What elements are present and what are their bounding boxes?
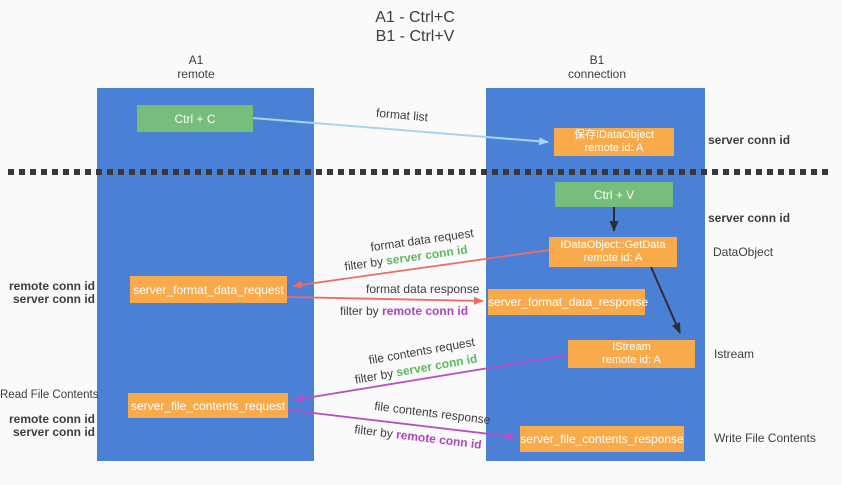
lifeline-right-role: connection [567,67,627,81]
node-istream-line2: remote id: A [602,354,661,366]
annotation-remote-conn-id-left-bottom: remote conn id [8,412,95,426]
node-ctrl-v-label: Ctrl + V [593,187,635,202]
lifeline-right-name: B1 [589,53,605,67]
arrow-format-data-request [292,249,550,289]
title-line-2: B1 - Ctrl+V [375,28,455,45]
node-server-file-contents-response: server_file_contents_response [520,426,684,452]
annotation-server-conn-id-left-top: server conn id [12,292,95,306]
annotation-remote-conn-id-left-top: remote conn id [8,279,95,293]
lifeline-left-name: A1 [188,53,204,67]
arrow-file-contents-request [293,354,569,403]
node-idataobject-getdata: IDataObject::GetData remote id: A [549,237,677,267]
annotation-read-file-contents: Read File Contents [0,389,99,401]
title-line-1: A1 - Ctrl+C [375,9,455,26]
arrow-format-data-response [286,296,484,305]
node-save-idataobject: 保存IDataObject remote id: A [554,128,674,156]
filter-by-text: filter by [340,304,379,318]
node-server-file-contents-request: server_file_contents_request [128,393,288,418]
node-server-format-data-request: server_format_data_request [130,276,287,303]
node-server-format-data-response-label: server_format_data_response [488,295,649,309]
node-save-idataobject-line2: remote id: A [584,142,644,154]
node-getdata-line2: remote id: A [583,252,643,264]
node-istream-line1: IStream [612,341,651,353]
annotation-server-conn-id-right-mid: server conn id [708,211,791,225]
annotation-dataobject: DataObject [713,245,774,259]
node-save-idataobject-line1: 保存IDataObject [573,129,655,141]
node-istream: IStream remote id: A [568,340,695,368]
node-server-format-data-response: server_format_data_response [488,289,649,315]
lifeline-left-header: A1 remote [146,53,246,81]
node-ctrl-c-label: Ctrl + C [174,111,216,126]
node-ctrl-v: Ctrl + V [555,182,673,207]
lifeline-left-role: remote [177,67,215,81]
diagram-title: A1 - Ctrl+C B1 - Ctrl+V [300,8,530,46]
node-server-format-data-request-label: server_format_data_request [133,282,284,297]
node-getdata-line1: IDataObject::GetData [560,239,666,251]
arrow-getdata-to-istream [650,266,681,334]
annotation-istream: Istream [714,347,755,361]
remote-conn-id-text: remote conn id [382,304,469,318]
annotation-server-conn-id-left-bottom: server conn id [12,425,95,439]
node-server-file-contents-response-label: server_file_contents_response [520,432,684,446]
node-server-file-contents-request-label: server_file_contents_request [130,398,286,413]
annotation-write-file-contents: Write File Contents [714,431,816,445]
label-filter-by-remote-conn-id-1: filter by remote conn id [340,304,468,318]
node-ctrl-c: Ctrl + C [137,105,253,132]
annotation-server-conn-id-right-top: server conn id [708,133,791,147]
arrow-file-contents-response [287,409,516,440]
dotted-separator-line [8,169,830,175]
arrow-format-list [252,117,549,146]
lifeline-right-header: B1 connection [547,53,647,81]
label-format-data-response: format data response [366,282,480,296]
